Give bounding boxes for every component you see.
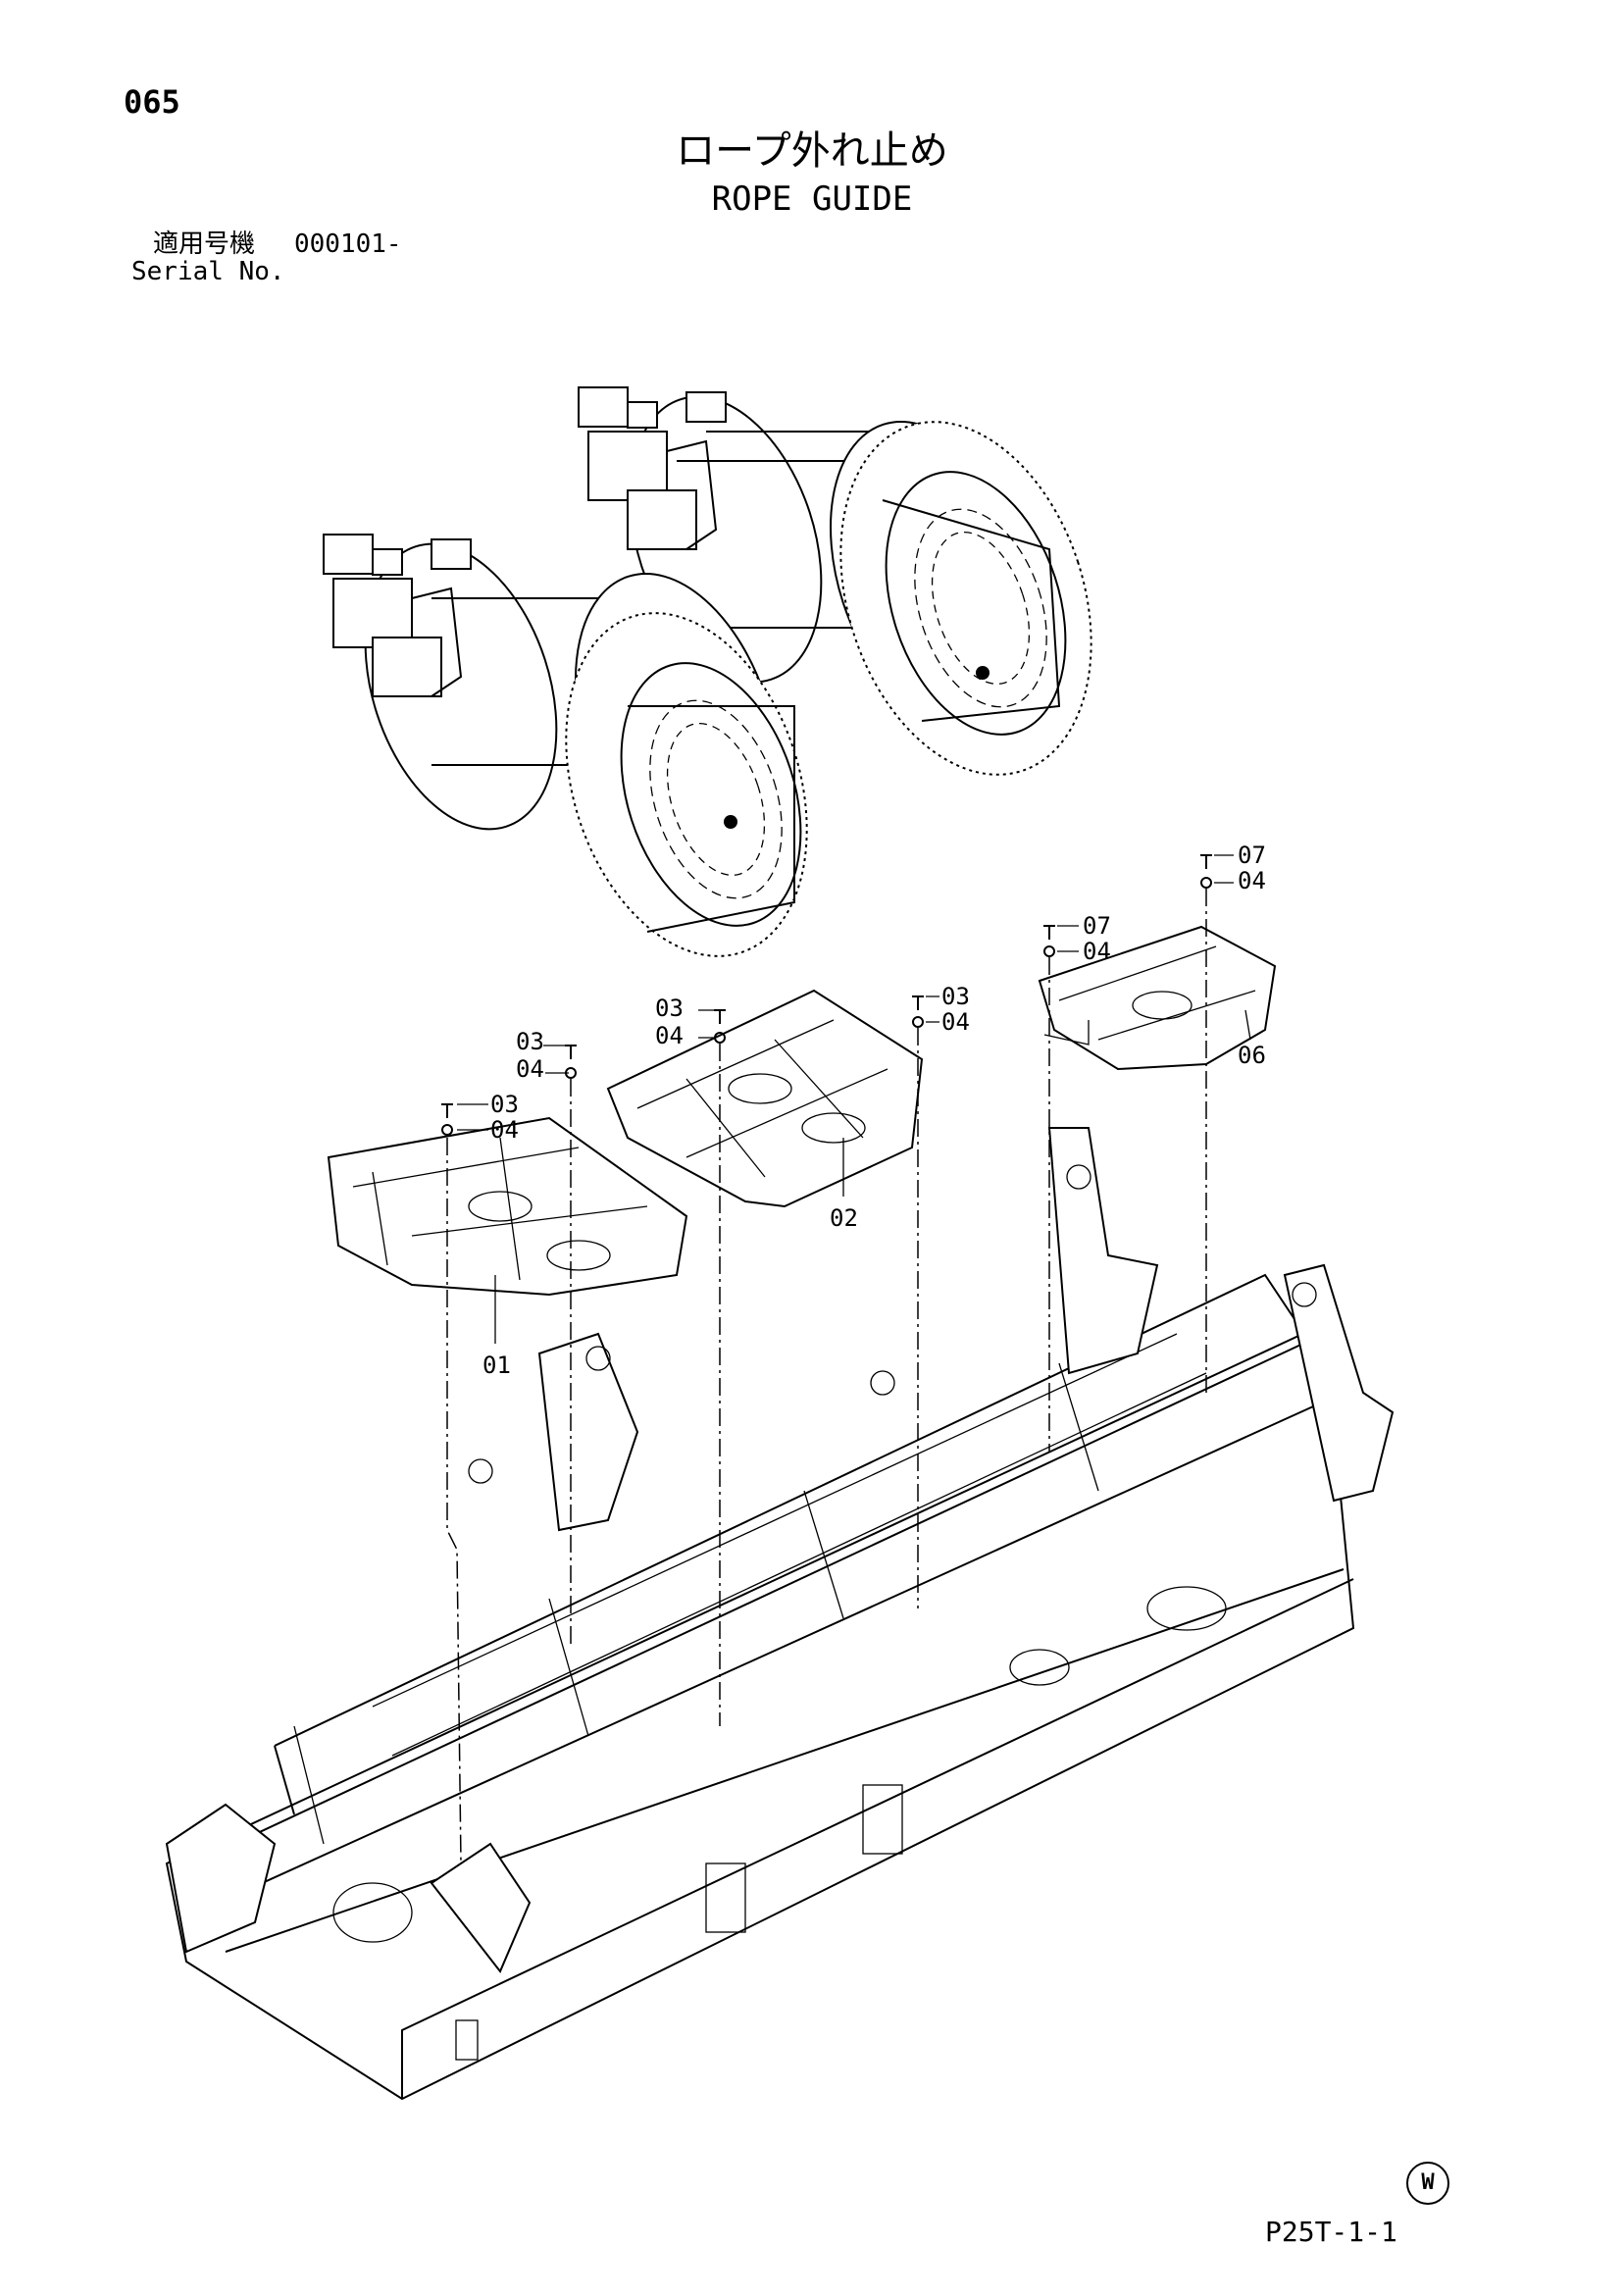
page-number: 065 bbox=[124, 83, 180, 121]
callout-04: 04 bbox=[1083, 938, 1111, 965]
callout-labels: 03 04 03 04 03 04 03 04 07 04 07 04 01 0… bbox=[482, 842, 1266, 1379]
upper-frame bbox=[165, 1127, 1395, 2101]
page-title: ROPE GUIDE bbox=[711, 179, 913, 219]
winch-drums-illustration bbox=[323, 386, 1092, 957]
serial-label: Serial No. bbox=[131, 257, 285, 286]
rope-guide-plates bbox=[327, 925, 1277, 1297]
rope-guide-part-01 bbox=[327, 1116, 688, 1297]
rope-guide-part-06 bbox=[1038, 925, 1277, 1071]
callout-04: 04 bbox=[490, 1116, 519, 1144]
callout-03: 03 bbox=[655, 995, 684, 1022]
manufacturer-mark: W bbox=[1406, 2162, 1449, 2205]
rear-winch-drum bbox=[578, 386, 1092, 776]
callout-04: 04 bbox=[516, 1055, 544, 1083]
callout-06: 06 bbox=[1238, 1042, 1266, 1069]
serial-number-value: 000101- bbox=[294, 230, 402, 259]
hardware-fasteners bbox=[441, 854, 1251, 1864]
callout-01: 01 bbox=[482, 1352, 511, 1379]
callout-02: 02 bbox=[830, 1204, 858, 1232]
page-title-japanese: ロープ外れ止め bbox=[676, 128, 948, 174]
callout-07: 07 bbox=[1238, 842, 1266, 869]
callout-03: 03 bbox=[516, 1028, 544, 1055]
callout-04: 04 bbox=[1238, 867, 1266, 894]
serial-label-japanese: 適用号機 bbox=[153, 230, 256, 259]
callout-04: 04 bbox=[655, 1022, 684, 1049]
callout-04: 04 bbox=[941, 1008, 970, 1036]
callout-03: 03 bbox=[490, 1091, 519, 1118]
callout-07: 07 bbox=[1083, 912, 1111, 940]
figure-code: P25T-1-1 bbox=[1265, 2216, 1397, 2248]
front-winch-drum bbox=[323, 534, 808, 957]
callout-03: 03 bbox=[941, 983, 970, 1010]
